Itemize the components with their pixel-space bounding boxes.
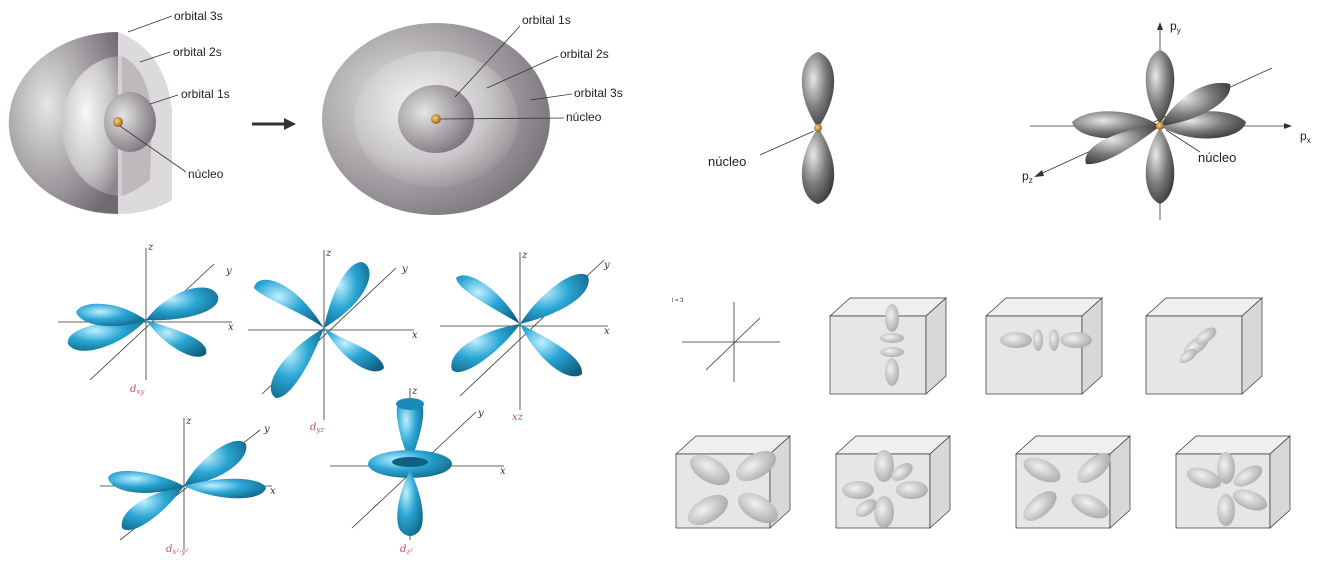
label-dx2-y2: dx²-y² [166, 544, 188, 556]
p-orbital-single: núcleo [708, 52, 835, 204]
label-dxz: xz [512, 412, 524, 423]
d-orbital-dz2: z y x dz² [330, 386, 506, 556]
cutaway-shell-diagram: orbital 3s orbital 2s orbital 1s núcleo [8, 9, 230, 214]
f-orbital-box-5 [835, 435, 951, 529]
d-orbital-dxz: z y x xz [440, 250, 610, 423]
svg-text:y: y [477, 408, 484, 419]
f-orbital-box-2 [985, 297, 1103, 395]
svg-text:z: z [185, 416, 192, 427]
label-nucleus: núcleo [708, 154, 746, 169]
svg-text:y: y [225, 266, 232, 277]
nucleus [431, 114, 441, 124]
label-dxy: dxy [130, 384, 145, 396]
f-orbital-box-3 [1145, 297, 1263, 395]
d-orbital-dxy: z y x dxy [58, 242, 234, 396]
svg-text:y: y [603, 260, 610, 271]
label-nucleus: núcleo [566, 110, 602, 124]
axis-px-label: px [1300, 129, 1311, 145]
d-orbital-dyz: z y x dyz [248, 248, 418, 434]
label-dyz: dyz [310, 422, 324, 434]
label-orbital-1s: orbital 1s [522, 13, 571, 27]
axis-py-label: py [1170, 19, 1181, 35]
f-orbital-box-6 [1015, 435, 1131, 529]
arrow-icon [252, 118, 296, 130]
f-orbital-box-4 [675, 435, 791, 529]
f-orbital-box-7 [1175, 435, 1291, 529]
shell-2s-cutaway [62, 56, 122, 196]
svg-text:x: x [412, 330, 418, 341]
svg-text:z: z [411, 386, 418, 397]
d-orbital-dx2-y2: z y x dx²-y² [100, 416, 276, 556]
label-orbital-2s: orbital 2s [560, 47, 609, 61]
f-orbital-axes: l = 3 [672, 298, 780, 382]
svg-text:x: x [270, 486, 276, 497]
p-orbitals-combined: núcleo py px pz [1022, 19, 1311, 220]
axis-pz-label: pz [1022, 169, 1033, 185]
nucleus [113, 117, 123, 127]
label-orbital-3s: orbital 3s [574, 86, 623, 100]
label-nucleus: núcleo [188, 167, 224, 181]
label-orbital-2s: orbital 2s [173, 45, 222, 59]
label-orbital-3s: orbital 3s [174, 9, 223, 23]
svg-text:z: z [521, 250, 528, 261]
concentric-shell-diagram: orbital 1s orbital 2s orbital 3s núcleo [322, 13, 623, 215]
label-orbital-1s: orbital 1s [181, 87, 230, 101]
svg-text:z: z [147, 242, 154, 253]
f-orbital-box-1 [829, 297, 947, 395]
svg-text:x: x [604, 326, 610, 337]
svg-text:l = 3: l = 3 [672, 298, 684, 304]
svg-text:z: z [325, 248, 332, 259]
svg-text:x: x [228, 322, 234, 333]
svg-text:y: y [263, 424, 270, 435]
svg-text:x: x [500, 466, 506, 477]
label-nucleus: núcleo [1198, 150, 1236, 165]
shell-1s [104, 92, 156, 152]
label-dz2: dz² [400, 544, 413, 556]
svg-text:y: y [401, 264, 408, 275]
